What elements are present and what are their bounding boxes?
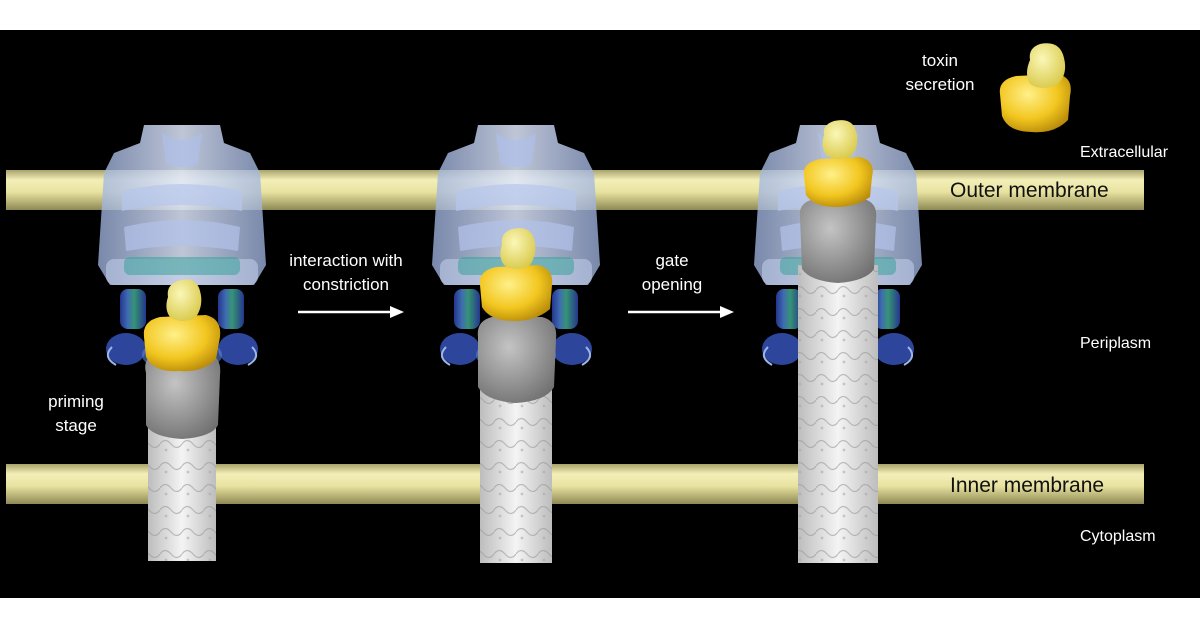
region-periplasm: Periplasm — [1080, 335, 1151, 352]
step-priming-line2: stage — [55, 416, 97, 435]
toxin-light — [166, 279, 202, 321]
region-cytoplasm: Cytoplasm — [1080, 528, 1156, 545]
secretion-diagram: Outer membrane Inner membrane Extracellu… — [0, 30, 1200, 598]
secretion-complex-gate-open — [754, 120, 922, 563]
step-interaction-line1: interaction with — [289, 251, 402, 270]
step-gate-line2: opening — [642, 275, 703, 294]
step-interaction-line2: constriction — [303, 275, 389, 294]
toxin-yellow — [143, 315, 221, 372]
secreted-toxin — [999, 43, 1071, 133]
step-secretion-line1: toxin — [922, 51, 958, 70]
substrate-gray — [145, 353, 221, 439]
outer-membrane-label: Outer membrane — [950, 179, 1109, 202]
step-priming-line1: priming — [48, 392, 104, 411]
step-gate-line1: gate — [655, 251, 688, 270]
step-secretion-line2: secretion — [906, 75, 975, 94]
diagram-canvas: Outer membrane Inner membrane Extracellu… — [6, 43, 1169, 563]
secretion-complex-constriction — [432, 125, 600, 563]
arrow-right-icon — [628, 306, 734, 318]
inner-membrane-label: Inner membrane — [950, 474, 1104, 497]
region-extracellular: Extracellular — [1080, 144, 1169, 161]
secretion-complex-priming — [98, 125, 266, 561]
arrow-right-icon — [298, 306, 404, 318]
